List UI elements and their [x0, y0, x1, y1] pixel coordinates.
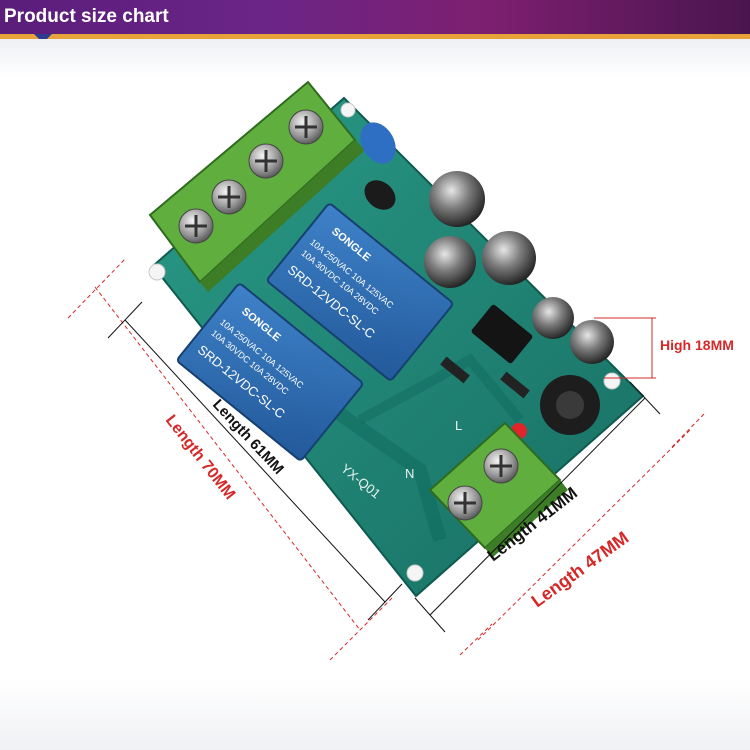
terminal-screw	[211, 179, 247, 215]
background-fade-top	[0, 39, 750, 79]
electrolytic-capacitor	[482, 231, 536, 285]
ic-chip	[471, 304, 533, 364]
electrolytic-capacitor	[424, 236, 476, 288]
background-fade-bottom	[0, 680, 750, 750]
banner-stripe	[0, 34, 750, 39]
inductor	[540, 375, 600, 435]
terminal-screw	[447, 485, 483, 521]
relay-top: SONGLE 10A 250VAC 10A 125VAC 10A 30VDC 1…	[266, 203, 454, 381]
terminal-screw	[483, 448, 519, 484]
silk-n-label: N	[405, 466, 414, 481]
length-47-label: Length 47MM	[528, 527, 633, 611]
terminal-block-input	[148, 80, 365, 292]
electrolytic-capacitor	[429, 171, 485, 227]
relay-bottom: SONGLE 10A 250VAC 10A 125VAC 10A 30VDC 1…	[176, 283, 364, 461]
banner-notch	[34, 34, 52, 43]
terminal-screw	[248, 143, 284, 179]
title-banner: Product size chart	[0, 0, 750, 34]
ceramic-capacitor	[360, 122, 396, 164]
electrolytic-capacitor	[570, 320, 614, 364]
banner-title: Product size chart	[4, 6, 169, 27]
terminal-screw	[178, 208, 214, 244]
diode	[500, 371, 530, 399]
high-18-label: High 18MM	[660, 337, 734, 353]
dimension-high-18: High 18MM	[594, 317, 734, 379]
transistor	[364, 180, 396, 210]
diode	[440, 356, 470, 384]
silk-l-label: L	[455, 418, 462, 433]
terminal-screw	[288, 109, 324, 145]
electrolytic-capacitor	[532, 297, 574, 339]
